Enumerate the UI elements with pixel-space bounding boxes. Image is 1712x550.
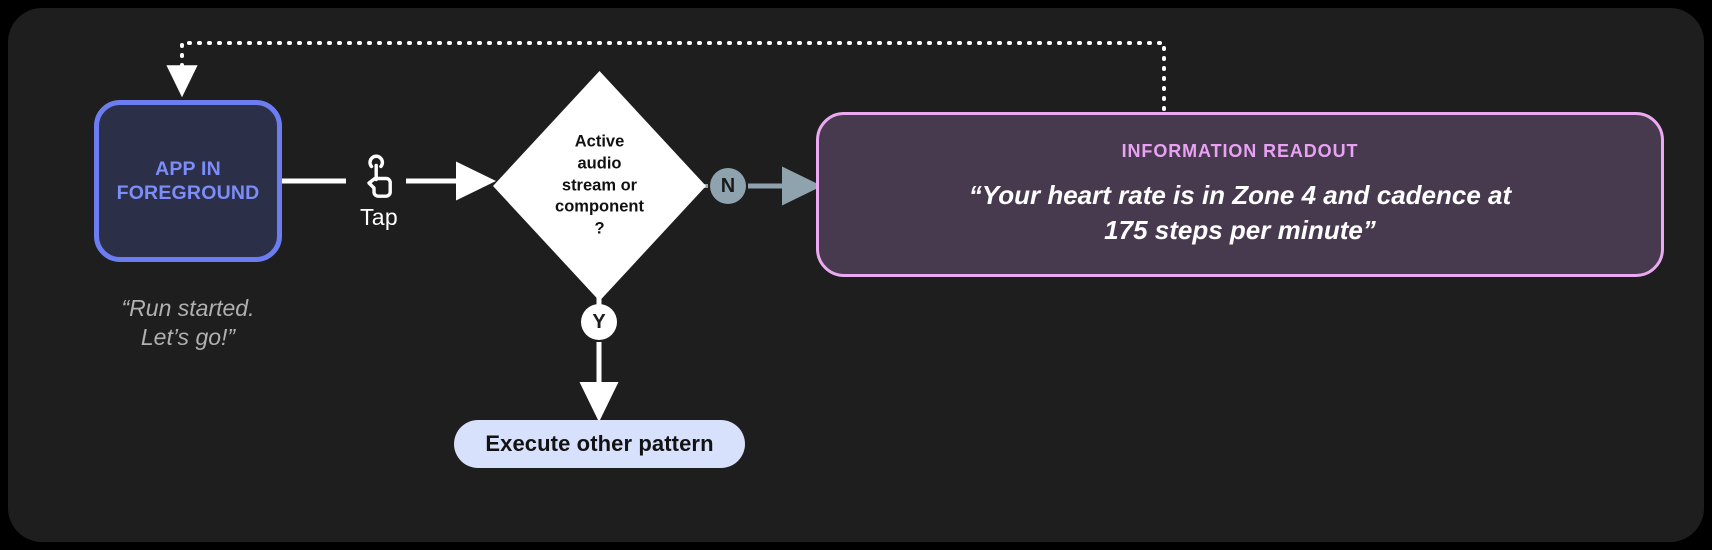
app-node-label: APP IN FOREGROUND [116,157,260,204]
gesture-tap-label: Tap [360,204,398,230]
tap-hand-icon [367,154,392,198]
decision-label: Active audio stream or component ? [555,132,644,238]
branch-badge-no[interactable]: N [710,168,746,204]
branch-badge-yes[interactable]: Y [581,304,617,340]
execute-pill-label: Execute other pattern [485,431,714,456]
node-information-readout[interactable]: INFORMATION READOUT “Your heart rate is … [816,112,1664,277]
readout-body: “Your heart rate is in Zone 4 and cadenc… [968,180,1512,245]
readout-title: INFORMATION READOUT [1121,141,1359,162]
node-execute-other-pattern[interactable]: Execute other pattern [454,420,745,468]
node-decision[interactable]: Active audio stream or component ? [493,71,706,301]
node-app-in-foreground[interactable]: APP IN FOREGROUND [94,100,282,262]
diagram-canvas: APP IN FOREGROUND “Run started. Let’s go… [8,8,1704,542]
gesture-tap[interactable]: Tap [344,152,414,231]
app-node-caption: “Run started. Let’s go!” [121,295,255,351]
